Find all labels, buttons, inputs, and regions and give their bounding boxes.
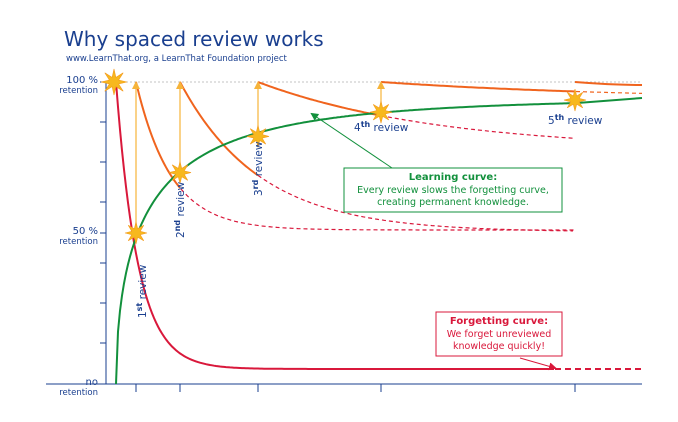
- review-3-suffix: rd: [251, 179, 260, 189]
- review-3-star: [246, 125, 270, 148]
- dashed-curves: [180, 90, 643, 370]
- learning-curve-title: Learning curve:: [409, 172, 497, 183]
- review-5-star: [563, 89, 587, 112]
- review-1-number: 1: [137, 311, 149, 318]
- review-4-suffix: th: [361, 120, 371, 129]
- review-4-word: review: [370, 122, 408, 134]
- review-1-star: [124, 221, 148, 245]
- review-2-label: 2nd review: [173, 181, 187, 238]
- learning-curve-callout: Learning curve: Every review slows the f…: [310, 112, 563, 213]
- after-review-5-curve: [574, 81, 643, 86]
- review-5-label: 5th review: [548, 113, 603, 127]
- review-1-word: review: [137, 264, 149, 302]
- after-review-2-curve: [179, 81, 259, 177]
- review-arrows: [132, 81, 385, 225]
- y-label-100-sub: retention: [59, 86, 98, 96]
- chart-subtitle: www.LearnThat.org, a LearnThat Foundatio…: [66, 54, 288, 64]
- y-label-100: 100 %: [66, 75, 98, 86]
- review-1-suffix: st: [135, 303, 144, 312]
- review-4-number: 4: [354, 122, 361, 134]
- review-3-label: 3rd review: [251, 141, 265, 196]
- axes: [46, 81, 642, 392]
- review-stars: [100, 68, 587, 245]
- review-1-label: 1st review: [135, 264, 149, 318]
- after-review-3-curve: [257, 81, 381, 117]
- learning-curve-text-2: creating permanent knowledge.: [377, 197, 529, 208]
- learning-callout-box: [343, 167, 563, 213]
- review-2-suffix: nd: [173, 220, 182, 232]
- learning-curve: [115, 97, 643, 385]
- review-2-star: [168, 161, 192, 184]
- y-label-50: 50 %: [73, 226, 98, 237]
- initial-learning-star: [100, 68, 128, 96]
- review-3-word: review: [253, 141, 265, 179]
- review-4-star: [369, 101, 393, 124]
- forgetting-curve-callout: Forgetting curve: We forget unreviewed k…: [435, 311, 563, 371]
- review-4-label: 4th review: [354, 120, 409, 134]
- y-label-50-sub: retention: [59, 237, 98, 247]
- review-3-number: 3: [253, 189, 265, 196]
- review-2-number: 2: [175, 231, 187, 238]
- forgetting-curve-title: Forgetting curve:: [450, 316, 548, 327]
- review-2-word: review: [175, 181, 187, 219]
- learning-curve-text-1: Every review slows the forgetting curve,: [357, 185, 549, 196]
- after-review-3-continued: [380, 115, 574, 139]
- after-review-4-curve: [380, 81, 576, 93]
- after-review-2-continued: [257, 174, 573, 232]
- after-review-4-continued: [575, 90, 643, 94]
- forgetting-curve-text-2: knowledge quickly!: [453, 341, 545, 352]
- chart-title: Why spaced review works: [64, 27, 324, 51]
- curves: [115, 81, 643, 385]
- forgetting-callout-box: [435, 311, 563, 357]
- y-label-0: no: [86, 377, 98, 388]
- review-5-number: 5: [548, 115, 555, 127]
- forgetting-callout-pointer: [519, 357, 557, 371]
- review-5-suffix: th: [555, 113, 565, 122]
- forgetting-curve-text-1: We forget unreviewed: [447, 329, 552, 340]
- learning-callout-pointer: [310, 112, 396, 171]
- y-label-0-sub: retention: [59, 388, 98, 398]
- forgetting-curve: [115, 81, 554, 370]
- review-5-word: review: [564, 115, 602, 127]
